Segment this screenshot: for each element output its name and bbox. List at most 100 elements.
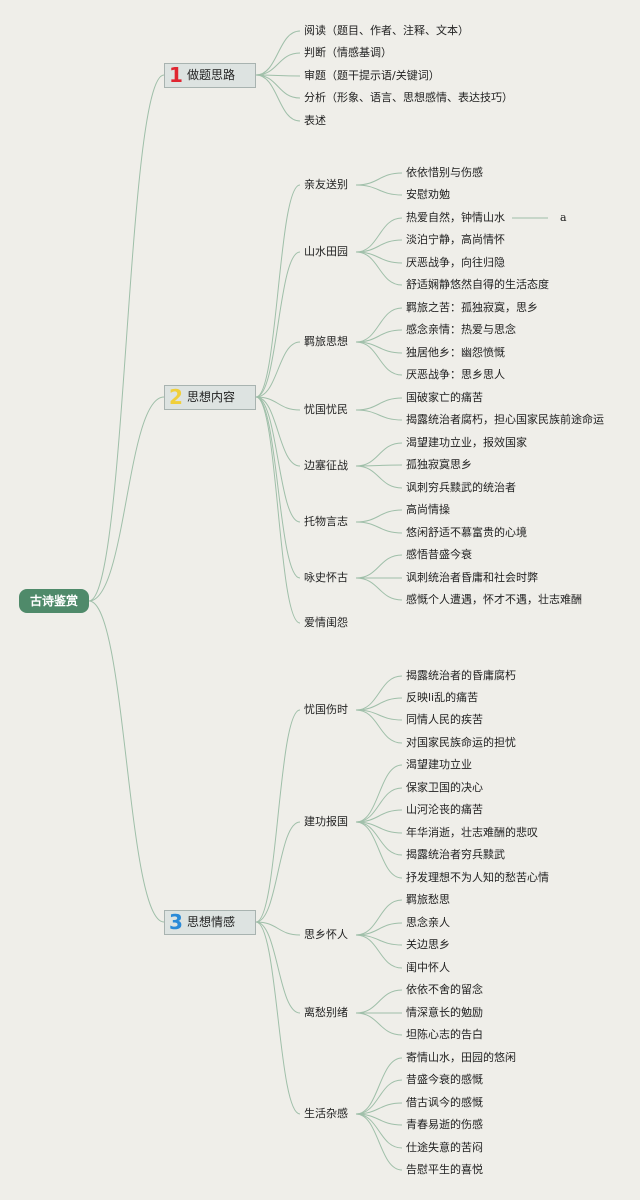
leaf-item: 高尚情操 bbox=[406, 503, 450, 516]
connector-line bbox=[255, 709, 301, 923]
sub-topic: 离愁别绪 bbox=[304, 1006, 348, 1019]
connector-line bbox=[355, 341, 403, 376]
connector-line bbox=[255, 74, 301, 122]
sub-topic: 边塞征战 bbox=[304, 459, 348, 472]
connector-line bbox=[355, 764, 403, 823]
leaf-item: 独居他乡：幽怨愤慨 bbox=[406, 346, 505, 359]
leaf-item: 渴望建功立业 bbox=[406, 758, 472, 771]
section-label-2: 思想内容 bbox=[187, 390, 236, 404]
leaf-item: 判断（情感基调） bbox=[304, 46, 392, 59]
connector-line bbox=[355, 521, 403, 534]
leaf-item: 仕途失意的苦闷 bbox=[406, 1141, 483, 1154]
leaf-item: 闺中怀人 bbox=[406, 961, 450, 974]
section-number-3: 3 bbox=[169, 910, 183, 934]
connector-line bbox=[355, 465, 403, 489]
leaf-item: 关边思乡 bbox=[406, 938, 450, 951]
connector-line bbox=[355, 989, 403, 1014]
connector-line bbox=[355, 172, 403, 186]
leaf-item: 青春易逝的伤感 bbox=[406, 1118, 483, 1131]
connector-line bbox=[355, 329, 403, 343]
leaf-item: 揭露统治者穷兵黩武 bbox=[406, 848, 505, 861]
connector-line bbox=[255, 52, 301, 76]
connector-line bbox=[255, 396, 301, 523]
leaf-item: 情深意长的勉励 bbox=[406, 1006, 483, 1019]
sub-topic: 思乡怀人 bbox=[304, 928, 348, 941]
leaf-item: 阅读（题目、作者、注释、文本） bbox=[304, 24, 469, 37]
connector-line bbox=[355, 577, 403, 601]
section-label-1: 做题思路 bbox=[187, 68, 236, 82]
leaf-item: 寄情山水，田园的悠闲 bbox=[406, 1051, 516, 1064]
leaf-item: 舒适娴静悠然自得的生活态度 bbox=[406, 278, 549, 291]
connector-line bbox=[355, 787, 403, 823]
connector-line bbox=[355, 554, 403, 579]
sub-topic: 咏史怀古 bbox=[304, 571, 348, 584]
leaf-item: 讽刺穷兵黩武的统治者 bbox=[406, 481, 516, 494]
section-node-1: 1 做题思路 bbox=[164, 63, 256, 88]
sub-topic: 忧国伤时 bbox=[304, 703, 348, 716]
connector-line bbox=[88, 396, 165, 602]
leaf-item: 厌恶战争：思乡思人 bbox=[406, 368, 505, 381]
leaf-item: 表述 bbox=[304, 114, 326, 127]
connector-line bbox=[355, 922, 403, 936]
connector-line bbox=[355, 397, 403, 411]
leaf-item: 反映li乱的痛苦 bbox=[406, 691, 479, 704]
sub-topic: 生活杂感 bbox=[304, 1107, 348, 1120]
leaf-item: 对国家民族命运的担忧 bbox=[406, 736, 516, 749]
leaf-item: 悠闲舒适不慕富贵的心境 bbox=[406, 526, 527, 539]
section-node-2: 2 思想内容 bbox=[164, 385, 256, 410]
connector-line bbox=[355, 675, 403, 711]
leaf-item: 讽刺统治者昏庸和社会时弊 bbox=[406, 571, 538, 584]
connector-line bbox=[355, 1012, 403, 1036]
connector-line bbox=[355, 899, 403, 936]
connector-line bbox=[355, 307, 403, 343]
leaf-item: 年华消逝，壮志难酬的悲叹 bbox=[406, 826, 538, 839]
connector-line bbox=[255, 921, 301, 1115]
sub-topic: 建功报国 bbox=[304, 815, 348, 828]
connector-line bbox=[255, 74, 301, 99]
leaf-item: 感念亲情：热爱与思念 bbox=[406, 323, 516, 336]
connector-line bbox=[355, 442, 403, 467]
root-node: 古诗鉴赏 bbox=[19, 589, 89, 613]
connector-line bbox=[88, 600, 165, 923]
leaf-item: 昔盛今衰的感慨 bbox=[406, 1073, 483, 1086]
connector-line bbox=[355, 934, 403, 969]
leaf-item: 山河沦丧的痛苦 bbox=[406, 803, 483, 816]
leaf-item: 渴望建功立业，报效国家 bbox=[406, 436, 527, 449]
leaf-item: 思念亲人 bbox=[406, 916, 450, 929]
connector-line bbox=[355, 1102, 403, 1115]
section-number-1: 1 bbox=[169, 63, 183, 87]
connector-line bbox=[355, 409, 403, 421]
connector-line bbox=[355, 821, 403, 879]
leaf-item: 同情人民的疾苦 bbox=[406, 713, 483, 726]
connector-line bbox=[355, 809, 403, 823]
leaf-item: 感悟昔盛今衰 bbox=[406, 548, 472, 561]
connector-line bbox=[355, 1113, 403, 1171]
connector-line bbox=[255, 396, 301, 411]
connector-line bbox=[88, 74, 165, 602]
connector-line bbox=[255, 821, 301, 923]
connector-line bbox=[255, 396, 301, 579]
leaf-item: 揭露统治者腐朽，担心国家民族前途命运 bbox=[406, 413, 604, 426]
connector-line bbox=[355, 509, 403, 523]
connector-line bbox=[255, 396, 301, 624]
leaf-item: 依依不舍的留念 bbox=[406, 983, 483, 996]
leaf-item: 热爱自然，钟情山水 bbox=[406, 211, 505, 224]
connector-line bbox=[255, 30, 301, 76]
leaf-item: 借古讽今的感慨 bbox=[406, 1096, 483, 1109]
connector-line bbox=[355, 1079, 403, 1115]
connector-line bbox=[355, 1057, 403, 1115]
leaf-item: 感慨个人遭遇，怀才不遇，壮志难酬 bbox=[406, 593, 582, 606]
leaf-item: 揭露统治者的昏庸腐朽 bbox=[406, 669, 516, 682]
leaf-item: 孤独寂寞思乡 bbox=[406, 458, 472, 471]
connector-line bbox=[255, 184, 301, 398]
leaf-item: 分析（形象、语言、思想感情、表达技巧） bbox=[304, 91, 513, 104]
annotation-note: a bbox=[560, 211, 567, 224]
leaf-item: 抒发理想不为人知的愁苦心情 bbox=[406, 871, 549, 884]
leaf-item: 依依惜别与伤感 bbox=[406, 166, 483, 179]
leaf-item: 羁旅之苦：孤独寂寞，思乡 bbox=[406, 301, 538, 314]
connector-line bbox=[355, 184, 403, 196]
connector-line bbox=[355, 697, 403, 711]
leaf-item: 安慰劝勉 bbox=[406, 188, 450, 201]
connector-line bbox=[355, 709, 403, 744]
